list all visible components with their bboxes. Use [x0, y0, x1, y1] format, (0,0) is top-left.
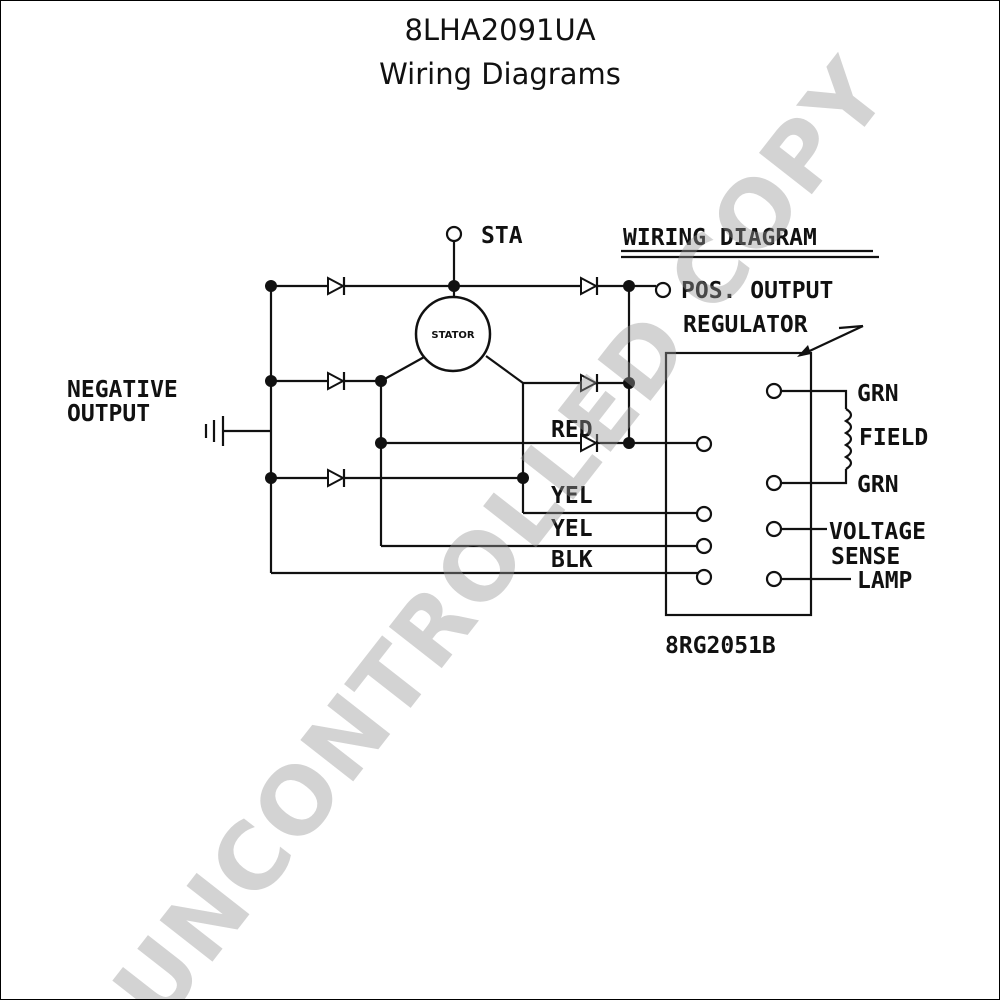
sta-label: STA: [481, 223, 523, 249]
field-label: FIELD: [859, 425, 928, 451]
regulator-pointer-line: [800, 325, 864, 356]
regulator-terminal-lamp: [765, 570, 783, 588]
grn-top-label: GRN: [857, 381, 899, 407]
junction-dot: [623, 437, 635, 449]
stator-symbol: [414, 295, 492, 373]
junction-dot: [623, 280, 635, 292]
field-top-wire: [781, 389, 848, 409]
part-number-title: 8LHA2091UA: [404, 13, 596, 47]
stator-label: STATOR: [431, 330, 475, 341]
output-label: OUTPUT: [67, 401, 150, 427]
regulator-terminal-yel-2: [695, 537, 713, 555]
regulator-terminal-voltage-sense: [765, 520, 783, 538]
stator-phase-b-wire: [485, 355, 524, 384]
sta-terminal: [445, 225, 463, 243]
junction-dot: [517, 472, 529, 484]
junction-dot: [265, 280, 277, 292]
stator-phase-a-wire: [380, 355, 427, 382]
field-bottom-wire: [781, 469, 848, 485]
field-coil: [843, 408, 853, 470]
pos-output-terminal: [654, 281, 672, 299]
negative-label: NEGATIVE: [67, 377, 178, 403]
regulator-terminal-red: [695, 435, 713, 453]
junction-dot: [265, 472, 277, 484]
regulator-terminal-yel-1: [695, 505, 713, 523]
diode-top-left: [327, 276, 346, 296]
diode-middle-left: [327, 371, 346, 391]
grn-bottom-label: GRN: [857, 472, 899, 498]
diode-top-right: [580, 276, 599, 296]
junction-dot: [375, 437, 387, 449]
ground-symbol: [204, 416, 225, 446]
regulator-terminal-grn-top: [765, 382, 783, 400]
pos-output-label: POS. OUTPUT: [681, 278, 833, 304]
diagram-heading: WIRING DIAGRAM: [623, 225, 817, 251]
regulator-label: REGULATOR: [683, 312, 808, 338]
junction-dot: [375, 375, 387, 387]
junction-dot: [623, 377, 635, 389]
regulator-terminal-blk: [695, 568, 713, 586]
sense-label: SENSE: [831, 544, 900, 570]
diode-middle-right: [580, 373, 599, 393]
yel-1-wire-label: YEL: [551, 483, 593, 509]
red-wire-label: RED: [551, 417, 593, 443]
diode-bottom-left: [327, 468, 346, 488]
regulator-part-number: 8RG2051B: [665, 633, 776, 659]
diode-red-row: [580, 433, 599, 453]
regulator-terminal-grn-bottom: [765, 474, 783, 492]
page-subtitle: Wiring Diagrams: [379, 57, 621, 91]
regulator-leader: [838, 324, 864, 330]
voltage-label: VOLTAGE: [829, 519, 926, 545]
yel-2-wire-label: YEL: [551, 516, 593, 542]
lamp-label: LAMP: [857, 568, 912, 594]
regulator-pointer-arrowhead: [797, 345, 811, 357]
blk-wire-label: BLK: [551, 547, 593, 573]
junction-dot: [265, 375, 277, 387]
junction-dot: [448, 280, 460, 292]
